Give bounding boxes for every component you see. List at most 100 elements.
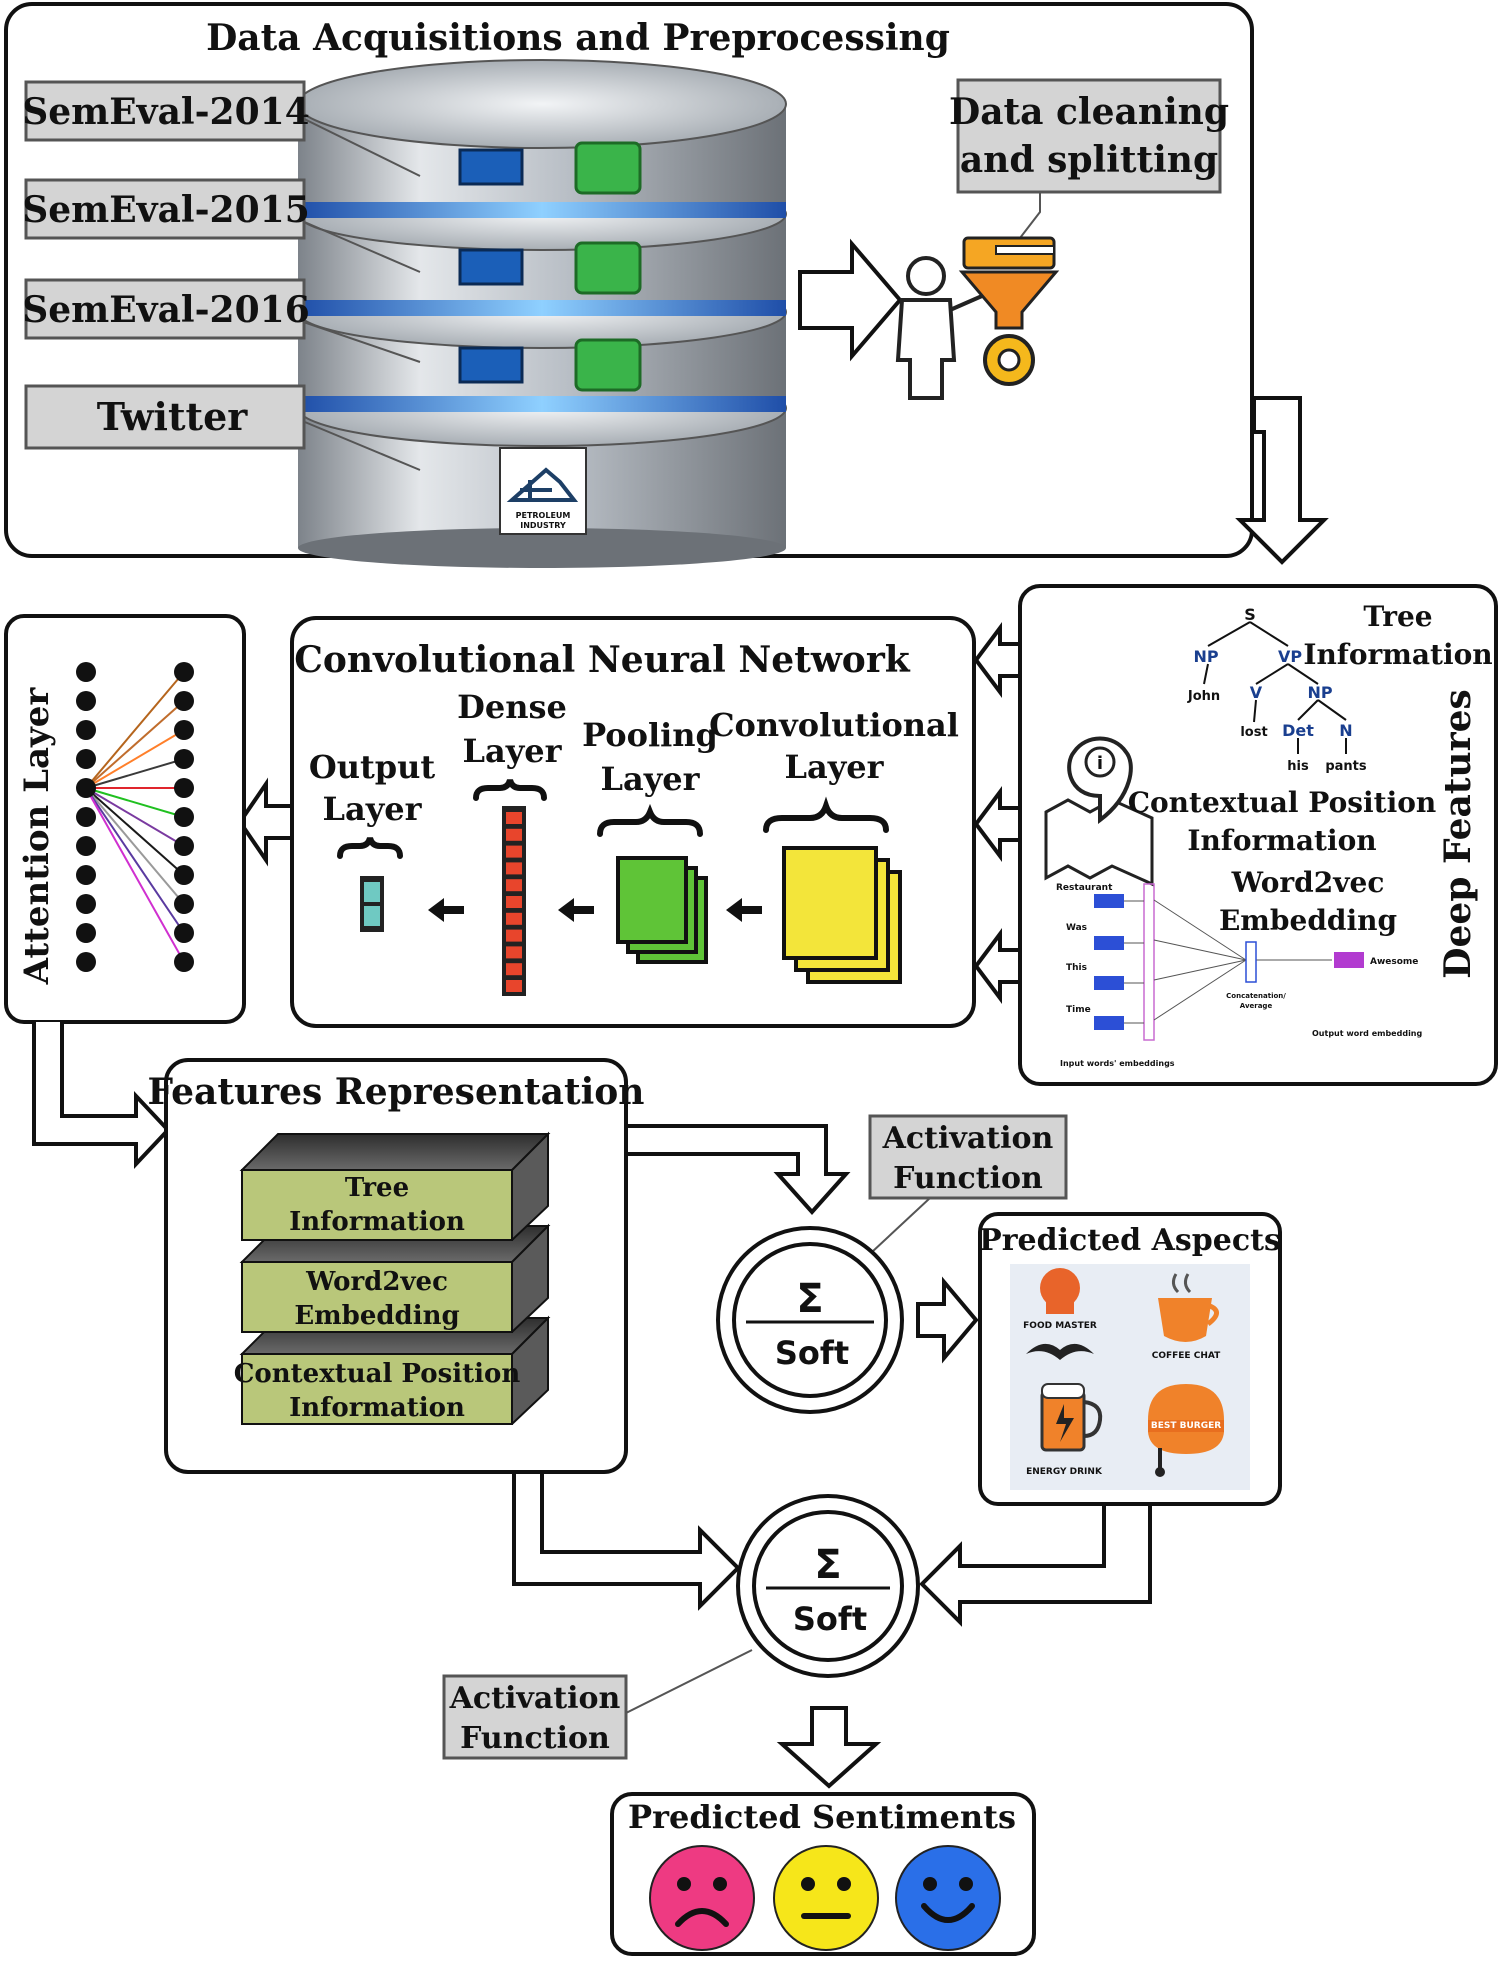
w2v-input-1: Restaurant bbox=[1056, 883, 1113, 893]
conv-layer-label-1: Convolutional bbox=[709, 706, 959, 744]
db-status-2 bbox=[574, 241, 642, 295]
tree-node-det: Det bbox=[1282, 721, 1314, 740]
attention-input-node bbox=[76, 778, 96, 798]
deep-features-title: Deep Features bbox=[1437, 689, 1479, 979]
cleaning-line-1: Data cleaning bbox=[949, 91, 1229, 133]
context-label-line-1: Contextual Position bbox=[1128, 786, 1437, 819]
attention-input-node bbox=[76, 720, 96, 740]
attention-input-node bbox=[76, 952, 96, 972]
dense-cell bbox=[506, 862, 522, 875]
attention-link bbox=[85, 787, 185, 905]
source-semeval-2016: SemEval-2016 bbox=[22, 289, 310, 331]
attention-input-node bbox=[76, 749, 96, 769]
w2v-output: Awesome bbox=[1370, 957, 1418, 967]
person-head-icon bbox=[906, 256, 946, 296]
softmax-bottom-inner bbox=[752, 1510, 904, 1662]
features-title: Features Representation bbox=[148, 1071, 645, 1113]
slab-3-line-2: Information bbox=[289, 1393, 465, 1423]
aspect-best-burger: BEST BURGER bbox=[1151, 1421, 1221, 1431]
cnn-panel: Convolutional Neural Network Output Laye… bbox=[290, 616, 976, 1028]
attention-link bbox=[85, 787, 185, 818]
attention-link bbox=[85, 787, 185, 963]
attention-output-node bbox=[174, 662, 194, 682]
attention-frame bbox=[4, 614, 246, 1024]
db-status-3 bbox=[574, 338, 642, 392]
attention-output-node bbox=[174, 807, 194, 827]
coffee-chat-icon: COFFEE CHAT bbox=[1152, 1273, 1221, 1361]
tree-node-v: V bbox=[1250, 683, 1263, 702]
source-semeval-2014: SemEval-2014 bbox=[22, 91, 310, 133]
database-stack: PETROLEUM INDUSTRY bbox=[297, 59, 787, 568]
sentiment-faces bbox=[649, 1845, 1001, 1951]
dense-layer-label-2: Layer bbox=[462, 732, 562, 770]
attention-input-node bbox=[76, 691, 96, 711]
cnn-title: Convolutional Neural Network bbox=[294, 639, 911, 681]
attention-link bbox=[85, 700, 185, 789]
data-cleaning-illustration bbox=[895, 236, 1060, 400]
attention-output-node bbox=[174, 923, 194, 943]
output-layer-label-1: Output bbox=[309, 748, 436, 786]
activation-top-label-2: Function bbox=[893, 1161, 1043, 1196]
tree-word-his: his bbox=[1287, 759, 1309, 774]
attention-input-node bbox=[76, 662, 96, 682]
pooling-layer-stack bbox=[616, 856, 708, 964]
tree-word-pants: pants bbox=[1325, 759, 1367, 774]
slab-3-line-1: Contextual Position bbox=[234, 1359, 521, 1389]
db-cylinder-4-base bbox=[298, 528, 786, 568]
tree-word-john: John bbox=[1187, 689, 1220, 704]
slab-word2vec: Word2vec Embedding bbox=[239, 1223, 551, 1333]
db-drive-2 bbox=[458, 248, 524, 286]
source-label-box-4 bbox=[24, 384, 306, 450]
softmax-top-inner bbox=[732, 1242, 888, 1398]
dense-cell bbox=[506, 980, 522, 992]
source-twitter: Twitter bbox=[97, 394, 249, 439]
sentiments-panel: Predicted Sentiments bbox=[610, 1792, 1036, 1956]
db-drive-1 bbox=[458, 148, 524, 186]
attention-input-node bbox=[76, 894, 96, 914]
face-negative-icon bbox=[649, 1845, 755, 1951]
activation-top: Activation Function Σ Soft bbox=[716, 1114, 1068, 1414]
attention-link bbox=[85, 758, 185, 789]
cleaning-line-2: and splitting bbox=[960, 139, 1218, 181]
activation-top-label-1: Activation bbox=[882, 1121, 1054, 1156]
tree-node-np-2: NP bbox=[1307, 683, 1332, 702]
db-drive-3 bbox=[458, 346, 524, 384]
slab-2-line-2: Embedding bbox=[294, 1301, 459, 1331]
arrow-to-deep-features bbox=[1235, 396, 1329, 565]
arrow-to-cleaning bbox=[798, 238, 903, 362]
conv-layer-stack bbox=[782, 846, 902, 984]
dense-cell bbox=[506, 879, 522, 892]
attention-output-node bbox=[174, 865, 194, 885]
funnel-icon bbox=[958, 270, 1060, 330]
slab-2-line-1: Word2vec bbox=[305, 1267, 448, 1297]
aspect-coffee-chat: COFFEE CHAT bbox=[1152, 1351, 1221, 1361]
tree-node-vp: VP bbox=[1278, 647, 1302, 666]
db-cylinder-1-top bbox=[297, 59, 787, 149]
dense-cell bbox=[506, 828, 522, 841]
slab-tree: Tree Information bbox=[239, 1131, 551, 1241]
deep-features-panel: Deep Features S NP VP V NP Det N John bbox=[1018, 584, 1498, 1086]
logo-line-1: PETROLEUM bbox=[516, 511, 571, 520]
source-label-box-1 bbox=[24, 80, 306, 142]
dense-cell bbox=[506, 963, 522, 976]
word2vec-label-line-1: Word2vec bbox=[1231, 866, 1385, 899]
db-ring-3 bbox=[298, 392, 786, 412]
output-layer-column bbox=[360, 876, 384, 932]
source-semeval-2015: SemEval-2015 bbox=[22, 189, 310, 231]
db-ring-2 bbox=[298, 296, 786, 316]
attention-nodes bbox=[76, 662, 194, 972]
attention-input-node bbox=[76, 836, 96, 856]
tree-node-n: N bbox=[1339, 721, 1352, 740]
attention-links bbox=[85, 671, 185, 963]
dense-layer-column bbox=[502, 806, 526, 996]
arrow-to-attention bbox=[237, 777, 294, 867]
attention-input-node bbox=[76, 807, 96, 827]
source-label-box-2 bbox=[24, 178, 306, 240]
dense-layer-label-1: Dense bbox=[457, 688, 567, 726]
arrows-to-cnn bbox=[973, 622, 1022, 1004]
tree-node-np: NP bbox=[1193, 647, 1218, 666]
softmax-bottom-sigma: Σ bbox=[814, 1542, 841, 1588]
face-neutral-icon bbox=[773, 1845, 879, 1951]
face-positive-icon bbox=[895, 1845, 1001, 1951]
food-master-icon: FOOD MASTER bbox=[1023, 1268, 1097, 1360]
